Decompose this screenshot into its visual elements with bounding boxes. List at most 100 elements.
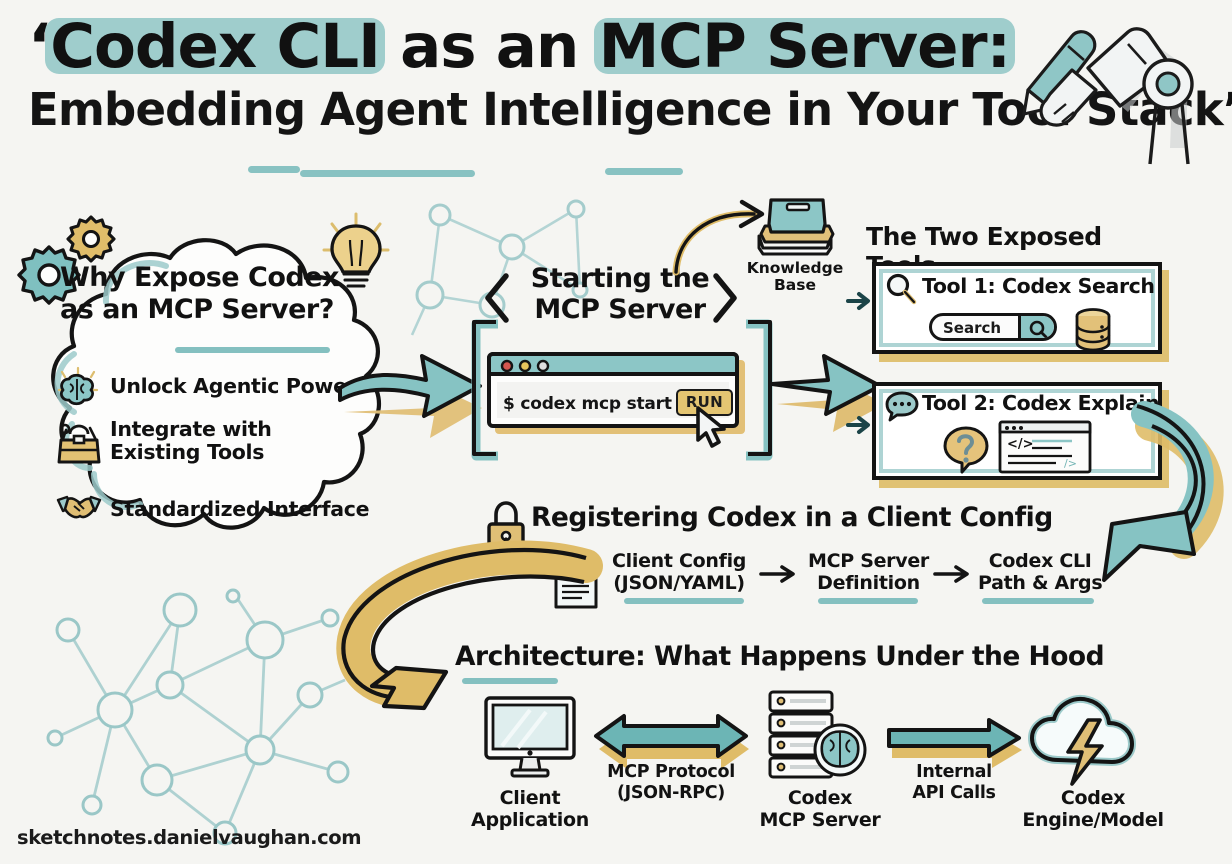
cloud-lightning-icon — [1028, 695, 1136, 786]
magnifier-icon — [886, 273, 917, 305]
mouse-cursor-icon — [696, 406, 726, 448]
svg-text:/>: /> — [1064, 457, 1077, 470]
register-step-2-line-2: Definition — [817, 571, 920, 594]
architecture-edge-mcp-protocol: MCP Protocol (JSON-RPC) — [592, 762, 750, 803]
toolbox-icon — [56, 422, 101, 464]
cloud-bullet-toolbox: Integrate with Existing Tools — [56, 418, 396, 464]
tool-card-1[interactable] — [872, 262, 1162, 354]
title-underline-2 — [300, 170, 475, 177]
terminal-command: $ codex mcp start — [503, 394, 672, 414]
register-step-1: Client Config (JSON/YAML) — [612, 550, 747, 594]
arrow-register-to-architecture — [336, 540, 603, 711]
kb-label-line-2: Base — [773, 276, 816, 295]
arrow-tools-to-register — [1102, 401, 1224, 582]
arrow-internal-api — [887, 718, 1022, 768]
footer-credit: sketchnotes.danielvaughan.com — [17, 826, 362, 849]
arrow-into-tool-2 — [846, 416, 870, 434]
lightbulb-icon — [322, 212, 390, 288]
page-title: ‘Codex CLI as an MCP Server: Embedding A… — [28, 14, 1232, 138]
register-step-3-line-2: Path & Args — [978, 571, 1103, 594]
arch-node-3-line-2: Engine/Model — [1022, 808, 1164, 831]
tool-1-title: Tool 1: Codex Search — [922, 274, 1155, 298]
tool-2-title: Tool 2: Codex Explain — [922, 391, 1160, 415]
network-decoration-bottom-left — [46, 588, 350, 846]
arch-edge-2-line-2: API Calls — [912, 782, 996, 803]
cloud-heading-line-2: as an MCP Server? — [60, 293, 334, 325]
robot-arm-pen-icon — [1022, 27, 1194, 165]
arrow-bidirectional-mcp — [594, 714, 749, 769]
architecture-edge-internal-api: Internal API Calls — [888, 762, 1020, 803]
search-input[interactable]: Search — [929, 313, 1057, 341]
chevron-right-icon — [713, 273, 737, 323]
register-step-3: Codex CLI Path & Args — [978, 550, 1103, 594]
search-placeholder: Search — [943, 319, 1002, 337]
speech-bubble-icon — [885, 391, 919, 422]
title-highlight-mcp-server: MCP Server: — [593, 11, 1016, 82]
arch-node-3-line-1: Codex — [1060, 787, 1126, 809]
cloud-bullet-label: Integrate with Existing Tools — [110, 418, 272, 464]
architecture-node-codex-server: Codex MCP Server — [755, 787, 885, 832]
register-step-2-underline — [818, 598, 918, 604]
title-underline-3 — [605, 168, 683, 175]
brain-icon — [56, 366, 99, 406]
register-step-1-line-1: Client Config — [612, 550, 747, 572]
bracket-right — [746, 319, 773, 461]
toolbox-label-line-1: Integrate with — [110, 417, 272, 441]
monitor-icon — [484, 696, 576, 778]
gear-small-icon — [66, 215, 116, 263]
kb-label-line-1: Knowledge — [746, 259, 844, 277]
arch-edge-1-line-2: (JSON-RPC) — [616, 782, 726, 803]
arch-node-2-line-2: MCP Server — [759, 808, 881, 831]
arrow-cloud-to-terminal — [338, 354, 482, 438]
code-window-icon: </> /> — [998, 420, 1092, 474]
start-heading-line-2: MCP Server — [534, 293, 706, 325]
cloud-heading: Why Expose Codex as an MCP Server? — [60, 262, 390, 326]
server-rack-brain-icon — [768, 690, 867, 779]
arch-node-1-line-1: Client — [499, 787, 561, 809]
arch-edge-1-line-1: MCP Protocol — [607, 762, 735, 782]
register-step-3-line-1: Codex CLI — [988, 550, 1092, 572]
handshake-icon — [56, 489, 102, 529]
cloud-bullet-label: Standardized Interface — [110, 496, 370, 521]
cloud-shape — [51, 238, 381, 530]
register-step-3-underline — [982, 598, 1094, 604]
knowledge-base: Knowledge Base — [735, 190, 855, 295]
arrow-into-tool-1 — [846, 292, 870, 310]
terminal-window[interactable]: $ codex mcp start RUN — [487, 352, 745, 434]
bracket-left — [471, 319, 498, 461]
title-line-2: Embedding Agent Intelligence in Your Too… — [28, 82, 1232, 138]
register-step-2: MCP Server Definition — [808, 550, 929, 594]
svg-text:</>: </> — [1007, 437, 1034, 452]
architecture-node-client: Client Application — [470, 787, 590, 832]
closing-quote: ’ — [1223, 83, 1232, 136]
arrow-step-2-to-3 — [933, 565, 969, 583]
cloud-bullet-brain: Unlock Agentic Power — [56, 366, 396, 406]
question-bubble-icon — [943, 426, 989, 474]
title-highlight-codex-cli: Codex CLI — [45, 11, 385, 82]
cloud-content: Why Expose Codex as an MCP Server? — [60, 262, 390, 326]
search-button[interactable] — [1018, 316, 1054, 338]
gear-icon — [17, 245, 81, 305]
register-step-1-underline — [624, 598, 744, 604]
cloud-bullet-handshake: Standardized Interface — [56, 489, 406, 529]
books-stack-icon — [757, 198, 835, 256]
arch-node-1-line-2: Application — [471, 808, 589, 831]
start-section-heading: Starting the MCP Server — [505, 263, 735, 326]
arrow-to-knowledge-base — [672, 199, 765, 276]
knowledge-base-label: Knowledge Base — [735, 259, 855, 295]
title-connector: as an — [379, 11, 599, 82]
architecture-heading-underline — [462, 678, 558, 684]
chevron-left-icon — [485, 273, 509, 323]
register-section-heading: Registering Codex in a Client Config — [531, 502, 1053, 533]
title-underline-1 — [248, 166, 300, 173]
register-step-2-line-1: MCP Server — [808, 550, 929, 572]
architecture-section-heading: Architecture: What Happens Under the Hoo… — [455, 641, 1105, 672]
toolbox-label-line-2: Existing Tools — [110, 439, 265, 464]
title-line-1: ‘Codex CLI as an MCP Server: — [28, 14, 1048, 80]
arch-node-2-line-1: Codex — [787, 787, 853, 809]
cloud-heading-line-1: Why Expose Codex — [60, 262, 339, 293]
cloud-heading-underline — [175, 347, 330, 353]
start-heading-line-1: Starting the — [530, 263, 710, 294]
register-step-1-line-2: (JSON/YAML) — [613, 571, 745, 594]
